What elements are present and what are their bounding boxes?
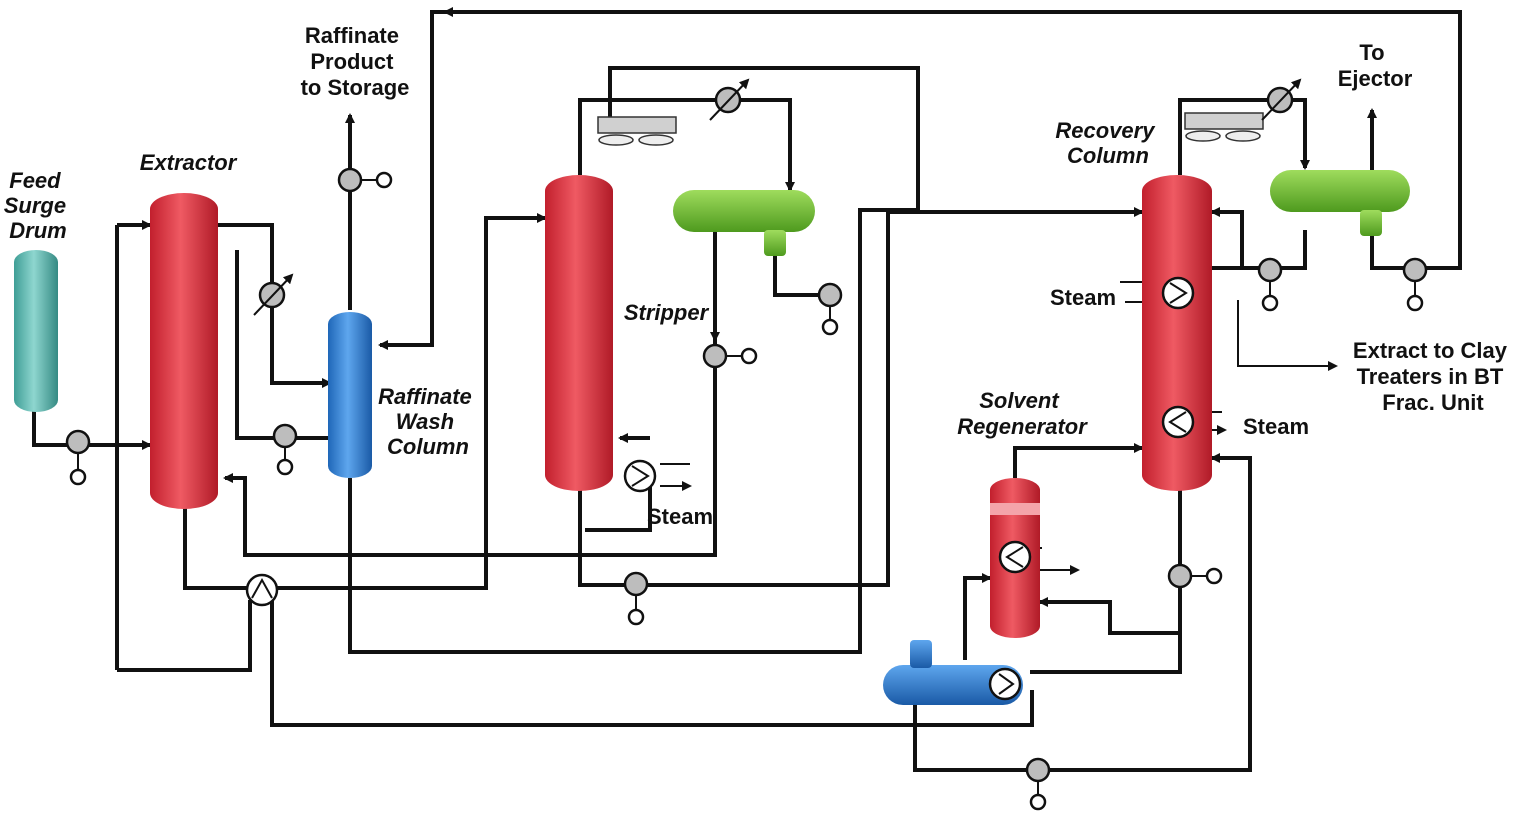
wash-column-vessel bbox=[328, 312, 372, 478]
wash-pump-icon bbox=[272, 423, 298, 476]
stripper-steam-label: Steam bbox=[647, 504, 713, 529]
raffinate-wash-column bbox=[328, 312, 372, 478]
solvent-drum-exchanger-icon bbox=[988, 667, 1022, 701]
recovery-column-label: Recovery Column bbox=[1055, 118, 1160, 168]
recovery-air-cooler bbox=[1184, 112, 1264, 142]
stripper-reboiler-icon bbox=[623, 459, 657, 493]
recovery-steam-bottom-label: Steam bbox=[1243, 414, 1309, 439]
solvent-drum bbox=[883, 640, 1023, 705]
stripper-boot-pump-icon bbox=[817, 282, 843, 336]
recovery-reboiler-top-icon bbox=[1161, 276, 1195, 310]
raffinate-wash-column-label: Raffinate Wash Column bbox=[378, 384, 478, 459]
to-ejector-label: To Ejector bbox=[1338, 40, 1413, 91]
feed-surge-drum bbox=[14, 250, 58, 412]
raffinate-pump-icon bbox=[337, 167, 393, 193]
recovery-boot-pump-icon bbox=[1402, 257, 1428, 312]
solvent-regenerator-label: Solvent Regenerator bbox=[957, 388, 1088, 439]
recovery-receiver-vessel bbox=[1270, 170, 1410, 212]
solvent-drum-vessel bbox=[883, 665, 1023, 705]
extractor bbox=[150, 193, 218, 509]
extractor-exchanger-icon bbox=[245, 573, 279, 607]
recovery-column-vessel bbox=[1142, 175, 1212, 491]
stripper-receiver-boot bbox=[764, 230, 786, 256]
piping bbox=[32, 7, 1462, 772]
exchangers bbox=[245, 78, 1302, 701]
stripper-receiver bbox=[673, 190, 815, 256]
recovery-steam-top-label: Steam bbox=[1050, 285, 1116, 310]
labels: Feed Surge Drum Extractor Raffinate Prod… bbox=[4, 23, 1513, 529]
stripper-condenser-icon bbox=[709, 78, 750, 121]
wash-cooler-icon bbox=[253, 273, 294, 316]
raffinate-product-label: Raffinate Product to Storage bbox=[301, 23, 410, 100]
pumps bbox=[65, 167, 1428, 811]
feed-drum-vessel bbox=[14, 250, 58, 412]
regenerator-heater-icon bbox=[998, 540, 1032, 574]
stripper-receiver-vessel bbox=[673, 190, 815, 232]
recovery-condenser-icon bbox=[1261, 78, 1302, 121]
recovery-reboiler-bottom-icon bbox=[1161, 405, 1195, 439]
feed-surge-drum-label: Feed Surge Drum bbox=[4, 168, 72, 243]
stripper-reflux-pump-icon bbox=[702, 343, 758, 369]
extract-label: Extract to Clay Treaters in BT Frac. Uni… bbox=[1353, 338, 1513, 415]
feed-pump-icon bbox=[65, 429, 91, 486]
recovery-receiver bbox=[1270, 170, 1410, 236]
stripper-label: Stripper bbox=[624, 300, 710, 325]
stripper-bottoms-pump-icon bbox=[623, 571, 649, 626]
solvent-drum-dome bbox=[910, 640, 932, 668]
stripper-vessel bbox=[545, 175, 613, 491]
extractor-vessel bbox=[150, 193, 218, 509]
recovery-bottoms-pump-icon bbox=[1167, 563, 1223, 589]
extractor-label: Extractor bbox=[140, 150, 238, 175]
solvent-pump-icon bbox=[1025, 757, 1051, 811]
recovery-reflux-pump-icon bbox=[1257, 257, 1283, 312]
recovery-receiver-boot bbox=[1360, 210, 1382, 236]
stripper-air-cooler bbox=[597, 116, 677, 146]
recovery-column bbox=[1142, 175, 1212, 491]
stripper bbox=[545, 175, 613, 491]
